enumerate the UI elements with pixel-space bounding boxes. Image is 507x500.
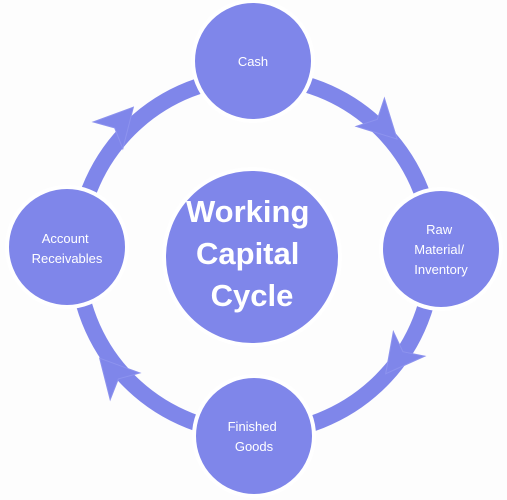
account-receivables-label: Account Receivables	[32, 231, 103, 266]
raw-material-inventory-label-line: Raw	[426, 222, 453, 237]
center-title: Working Capital Cycle	[186, 194, 318, 313]
raw-material-inventory-label-line: Inventory	[414, 262, 468, 277]
center-circle	[162, 167, 342, 347]
finished-goods-label-line: Goods	[235, 439, 274, 454]
finished-goods-label-line: Finished	[228, 419, 277, 434]
arrow-finished-goods-to-account-receivables-icon	[98, 357, 142, 402]
raw-material-inventory-label: Raw Material/ Inventory	[414, 222, 468, 277]
cash-label: Cash	[238, 54, 268, 69]
arrow-raw-material-to-finished-goods-icon	[385, 329, 427, 375]
raw-material-inventory-label-line: Material/	[414, 242, 464, 257]
account-receivables-label-line: Receivables	[32, 251, 103, 266]
finished-goods-label: Finished Goods	[228, 419, 281, 454]
arrow-account-receivables-to-cash-icon	[91, 106, 135, 151]
cash-node	[191, 0, 315, 123]
cash-label-line: Cash	[238, 54, 268, 69]
finished-goods-node	[192, 374, 316, 498]
center-title-line: Capital	[196, 236, 299, 271]
account-receivables-node	[5, 185, 129, 309]
arrow-cash-to-raw-material-icon	[354, 96, 398, 140]
center-title-line: Working	[186, 194, 309, 229]
account-receivables-label-line: Account	[42, 231, 89, 246]
center-title-line: Cycle	[211, 278, 294, 313]
raw-material-inventory-node	[379, 187, 503, 311]
